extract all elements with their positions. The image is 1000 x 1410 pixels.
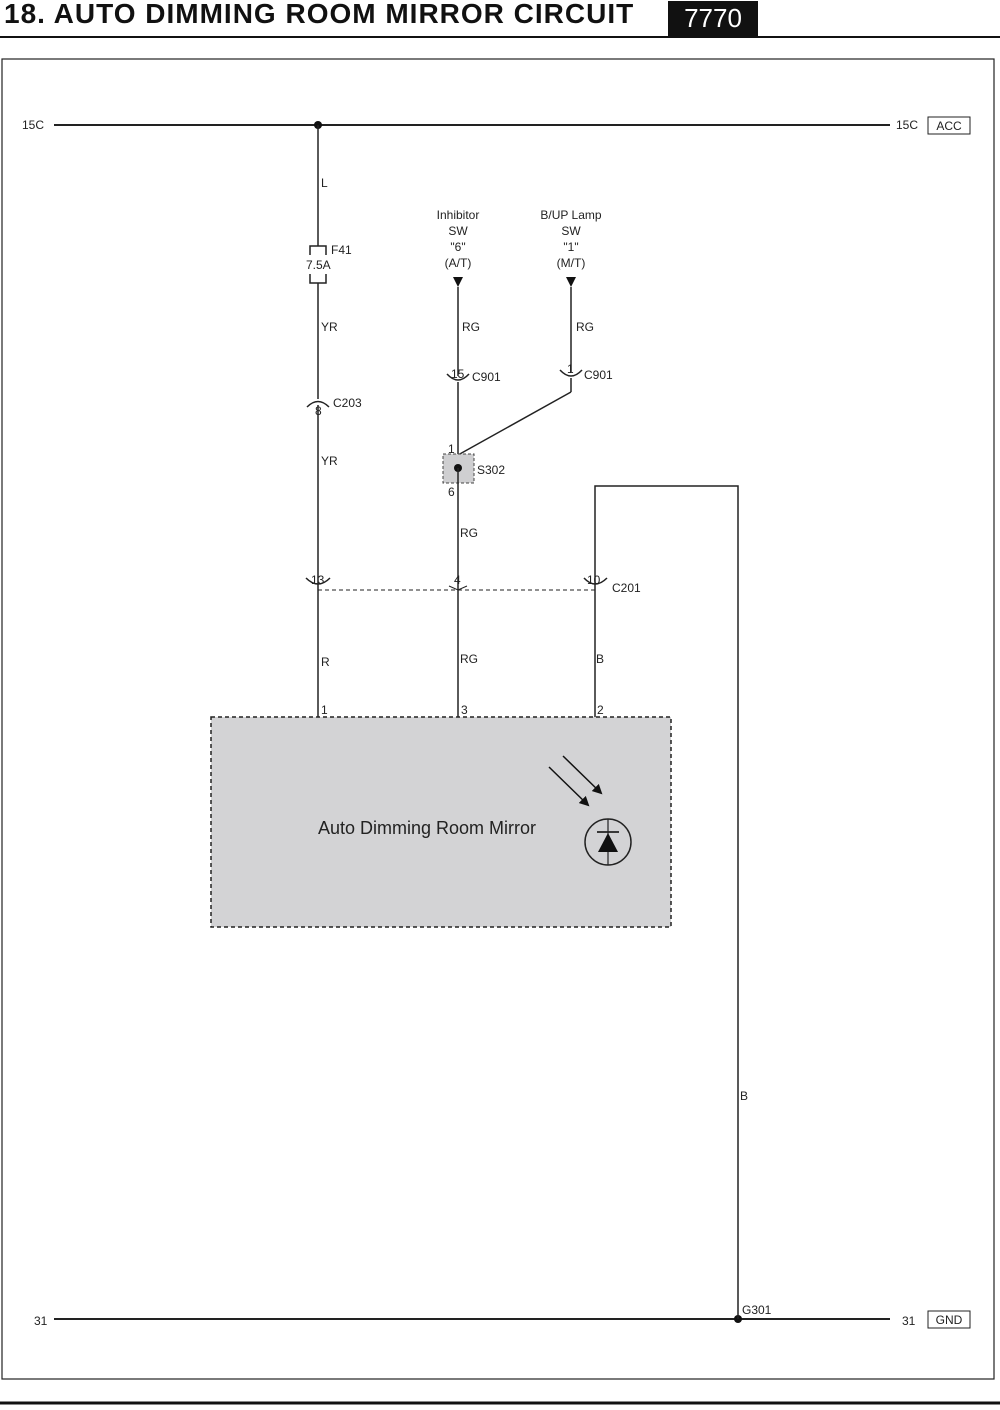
diagram-frame — [1, 58, 995, 1380]
bup-switch-label-line4: (M/T) — [557, 256, 586, 270]
power-bus-tag-box — [927, 116, 971, 135]
mirror-wire-b-label: B — [596, 652, 604, 666]
c201-pin-10-label: 10 — [587, 573, 601, 587]
bup-arrow-icon — [566, 277, 576, 287]
inhibitor-switch-label-line1: Inhibitor — [437, 208, 480, 222]
power-bus-right-label: 15C — [896, 118, 918, 132]
ground-bus-tag: GND — [936, 1313, 963, 1327]
c201-pin-13-label: 13 — [311, 573, 325, 587]
c901-bup-pin-label: 1 — [567, 362, 574, 376]
mirror-pin-3-label: 3 — [461, 703, 468, 717]
splice-wire-out-label: RG — [460, 526, 478, 540]
inhibitor-arrow-icon — [453, 277, 463, 287]
mirror-pin-1-label: 1 — [321, 703, 328, 717]
mirror-wire-r-label: R — [321, 655, 330, 669]
ground-return-wire — [594, 485, 739, 1319]
section-code-badge: 7770 — [668, 1, 758, 36]
wire-yr-upper-label: YR — [321, 320, 338, 334]
ground-bus-left-label: 31 — [34, 1314, 48, 1328]
power-bus-left-label: 15C — [22, 118, 44, 132]
mirror-component-box — [210, 716, 672, 928]
c901-bup-connector-symbol — [559, 369, 583, 377]
inhibitor-switch-label-line4: (A/T) — [445, 256, 472, 270]
mirror-component-label: Auto Dimming Room Mirror — [318, 818, 536, 838]
mirror-wire-rg-label: RG — [460, 652, 478, 666]
c901-inhibitor-id-label: C901 — [472, 370, 501, 384]
c201-pin-10-symbol — [583, 577, 608, 585]
c203-connector-symbol — [306, 400, 330, 408]
inhibitor-switch-label-line3: "6" — [450, 240, 465, 254]
splice-id-label: S302 — [477, 463, 505, 477]
light-ray-arrow-icon-2 — [548, 766, 590, 807]
c201-pin-13-symbol — [305, 577, 331, 585]
bup-switch-label-line3: "1" — [563, 240, 578, 254]
ground-bus-tag-box — [927, 1310, 971, 1329]
inhibitor-wire-label: RG — [462, 320, 480, 334]
section-title: 18. AUTO DIMMING ROOM MIRROR CIRCUIT — [4, 0, 635, 29]
bup-switch-label-line2: SW — [561, 224, 581, 238]
fuse-icon — [309, 245, 327, 284]
c201-pin-4-label: 4 — [454, 573, 461, 587]
ground-return-wire-label: B — [740, 1089, 748, 1103]
bup-switch-label-line1: B/UP Lamp — [540, 208, 601, 222]
c203-id-label: C203 — [333, 396, 362, 410]
c901-inhibitor-connector-symbol — [446, 373, 470, 381]
bup-wire-to-splice — [457, 391, 572, 456]
c901-bup-id-label: C901 — [584, 368, 613, 382]
ground-point-label: G301 — [742, 1303, 772, 1317]
c201-id-label: C201 — [612, 581, 641, 595]
fuse-rating-label: 7.5A — [306, 258, 331, 272]
splice-pin-bottom-label: 6 — [448, 485, 455, 499]
splice-pin-top-label: 1 — [448, 442, 455, 456]
wire-l-label: L — [321, 176, 328, 190]
wire-yr-lower-label: YR — [321, 454, 338, 468]
ground-bus-right-label: 31 — [902, 1314, 916, 1328]
light-ray-arrow-icon-1 — [562, 755, 603, 795]
fuse-id-label: F41 — [331, 243, 352, 257]
c901-inhibitor-pin-label: 15 — [451, 367, 465, 381]
power-bus-tag: ACC — [936, 119, 962, 133]
inhibitor-switch-label-line2: SW — [448, 224, 468, 238]
mirror-pin-2-label: 2 — [597, 703, 604, 717]
bup-wire-label: RG — [576, 320, 594, 334]
photodiode-icon — [598, 833, 618, 852]
